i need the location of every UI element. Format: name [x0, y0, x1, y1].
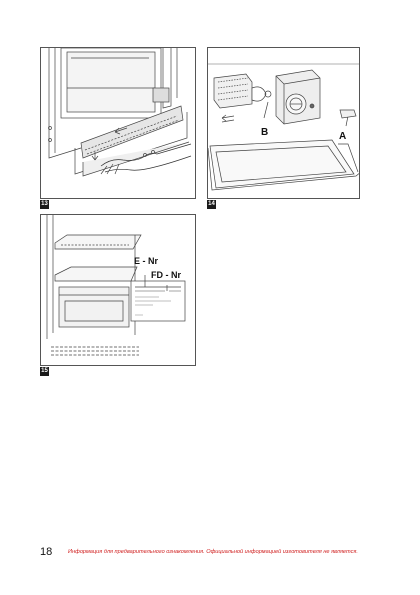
e-nr-label: E - Nr — [134, 256, 159, 266]
page-number: 18 — [40, 546, 53, 558]
figure-13-number: 13 — [40, 200, 49, 209]
figure-15-number: 15 — [40, 367, 49, 376]
fd-nr-label: FD - Nr — [151, 270, 181, 280]
disclaimer-text: Информация для предварительного ознакомл… — [68, 549, 358, 555]
part-a-label: A — [339, 131, 347, 142]
figure-13-illustration — [48, 48, 192, 177]
figure-14-illustration — [208, 63, 359, 191]
figure-15-panel: E - Nr FD - Nr — [40, 214, 196, 366]
figure-15-illustration — [46, 215, 186, 356]
figure-14-number: 14 — [207, 200, 216, 209]
figure-14-panel: B A — [207, 47, 360, 199]
part-b-label: B — [261, 127, 269, 138]
figure-13-panel — [40, 47, 196, 199]
